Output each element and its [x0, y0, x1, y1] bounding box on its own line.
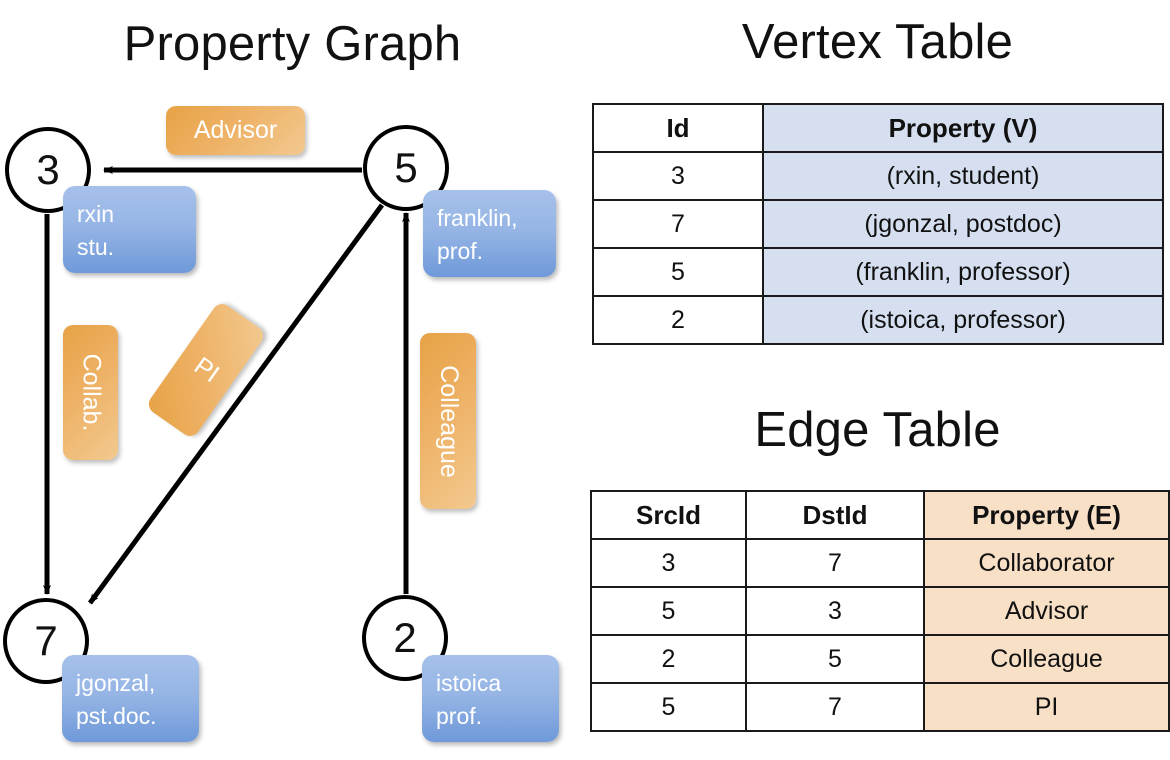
edge-row-3-dst: 7 — [745, 682, 925, 732]
vertex-row-2-property: (franklin, professor) — [762, 247, 1164, 297]
table-row[interactable]: 2 5 Colleague — [590, 634, 1170, 684]
edge-row-0-dst: 7 — [745, 538, 925, 588]
edge-label-colleague: Colleague — [420, 333, 476, 509]
edge-row-1-src: 5 — [590, 586, 747, 636]
edge-label-pi-text: PI — [188, 351, 224, 388]
edge-table: SrcId DstId Property (E) 3 7 Collaborato… — [590, 490, 1170, 732]
vertex-row-3-id: 2 — [592, 295, 764, 345]
node-property-2-line1: istoica — [436, 670, 502, 696]
table-row[interactable]: 3 7 Collaborator — [590, 538, 1170, 588]
vertex-table: Id Property (V) 3 (rxin, student) 7 (jgo… — [592, 103, 1164, 345]
page-title-vertex-table: Vertex Table — [741, 15, 1014, 69]
edge-table-header-dstid: DstId — [745, 490, 925, 540]
vertex-row-2-id: 5 — [592, 247, 764, 297]
graph-node-5-label: 5 — [394, 144, 418, 191]
edge-line-5-to-7 — [87, 203, 385, 605]
vertex-row-1-id: 7 — [592, 199, 764, 249]
vertex-row-0-id: 3 — [592, 151, 764, 201]
property-graph-diagram: 3 5 7 2 rxin stu. franklin, prof. jgonza… — [3, 106, 559, 742]
vertex-row-3-property: (istoica, professor) — [762, 295, 1164, 345]
edge-row-3-property: PI — [923, 682, 1170, 732]
table-row[interactable]: 5 3 Advisor — [590, 586, 1170, 636]
table-row[interactable]: 3 (rxin, student) — [592, 151, 1164, 201]
graph-node-7-label: 7 — [34, 617, 58, 664]
node-property-5-line2: prof. — [437, 237, 484, 264]
table-row[interactable]: 5 7 PI — [590, 682, 1170, 732]
vertex-table-header-property: Property (V) — [762, 103, 1164, 153]
edge-table-header-property: Property (E) — [923, 490, 1170, 540]
edge-row-1-property: Advisor — [923, 586, 1170, 636]
graph-edge-lines — [43, 166, 410, 605]
vertex-row-1-property: (jgonzal, postdoc) — [762, 199, 1164, 249]
edge-row-2-src: 2 — [590, 634, 747, 684]
graph-node-3-label: 3 — [36, 146, 60, 193]
node-property-7-line1: jgonzal, — [76, 670, 156, 696]
node-property-box-5: franklin, prof. — [423, 190, 556, 277]
edge-label-advisor-text: Advisor — [193, 116, 278, 144]
table-row[interactable]: 2 (istoica, professor) — [592, 295, 1164, 345]
node-property-3-line2: stu. — [77, 233, 115, 260]
edge-row-0-src: 3 — [590, 538, 747, 588]
page-title-property-graph: Property Graph — [123, 17, 462, 71]
edge-label-colleague-text: Colleague — [434, 364, 463, 478]
edge-label-collab: Collab. — [63, 325, 118, 460]
edge-table-header-row: SrcId DstId Property (E) — [590, 490, 1170, 540]
node-property-2-line2: prof. — [436, 702, 483, 729]
edge-row-2-property: Colleague — [923, 634, 1170, 684]
edge-table-header-srcid: SrcId — [590, 490, 747, 540]
page-title-edge-table: Edge Table — [754, 403, 1001, 457]
graph-node-5[interactable]: 5 — [363, 125, 449, 211]
node-property-box-2: istoica prof. — [422, 655, 559, 742]
node-property-7-line2: pst.doc. — [76, 702, 157, 729]
vertex-row-0-property: (rxin, student) — [762, 151, 1164, 201]
table-row[interactable]: 7 (jgonzal, postdoc) — [592, 199, 1164, 249]
edge-row-3-src: 5 — [590, 682, 747, 732]
graph-node-2[interactable]: 2 — [362, 595, 448, 681]
edge-label-collab-text: Collab. — [77, 353, 106, 432]
node-property-box-3: rxin stu. — [63, 186, 196, 273]
vertex-table-header-id: Id — [592, 103, 764, 153]
node-property-3-line1: rxin — [77, 201, 115, 227]
edge-row-2-dst: 5 — [745, 634, 925, 684]
node-property-5-line1: franklin, — [437, 205, 518, 231]
graph-node-2-label: 2 — [393, 614, 417, 661]
table-row[interactable]: 5 (franklin, professor) — [592, 247, 1164, 297]
edge-row-0-property: Collaborator — [923, 538, 1170, 588]
edge-label-advisor: Advisor — [166, 106, 305, 155]
vertex-table-header-row: Id Property (V) — [592, 103, 1164, 153]
edge-row-1-dst: 3 — [745, 586, 925, 636]
node-property-box-7: jgonzal, pst.doc. — [62, 655, 199, 742]
